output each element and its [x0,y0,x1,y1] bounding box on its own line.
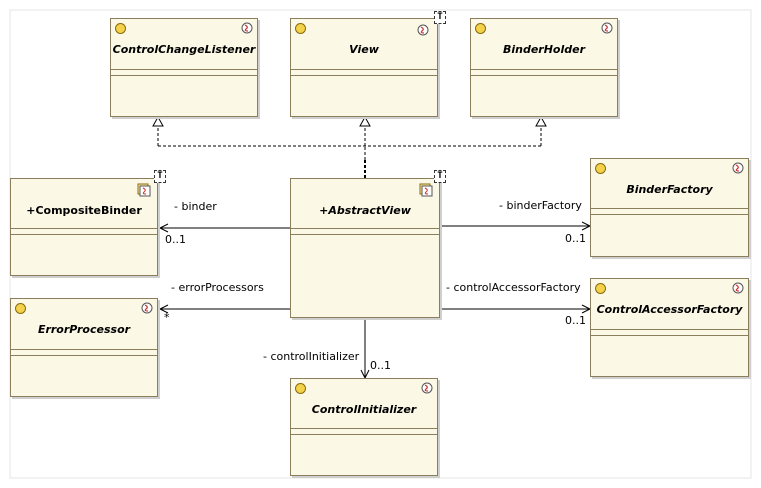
class-name: ErrorProcessor [37,323,131,336]
template-badge: T [434,11,446,24]
interface-icon [595,163,606,174]
interface-icon [475,23,486,34]
class-binder-holder[interactable]: BinderHolder [470,18,618,117]
separator [111,69,257,70]
separator [111,75,257,76]
interface-icon [115,23,126,34]
control-initializer-multiplicity-label: 0..1 [370,359,391,372]
separator [291,228,439,229]
class-name: ControlInitializer [311,403,417,416]
association-lines [158,221,592,380]
separator [471,69,617,70]
binder-factory-role-label: - binderFactory [499,199,582,212]
interface-icon [295,383,306,394]
binder-role-label: - binder [174,200,217,213]
java-icon [421,382,433,394]
error-processors-multiplicity-label: * [164,311,170,324]
assoc-error-processors-arrow [158,304,169,314]
control-initializer-role-label: - controlInitializer [263,350,360,363]
separator [11,228,157,229]
separator [11,234,157,235]
interface-icon [595,283,606,294]
binder-multiplicity-label: 0..1 [165,233,186,246]
separator [291,75,437,76]
class-abstract-view[interactable]: +AbstractView [290,178,440,318]
class-stack-icon [419,183,433,197]
binder-factory-multiplicity-label: 0..1 [565,232,586,245]
java-icon [141,302,153,314]
java-icon [732,282,744,294]
java-icon [241,22,253,34]
separator [291,434,437,435]
separator [591,329,748,330]
class-name: ControlChangeListener [112,43,256,56]
error-processors-role-label: - errorProcessors [171,281,264,294]
interface-icon [295,23,306,34]
class-view[interactable]: View [290,18,438,117]
separator [471,75,617,76]
control-accessor-factory-multiplicity-label: 0..1 [565,314,586,327]
class-control-initializer[interactable]: ControlInitializer [290,378,438,476]
separator [11,349,157,350]
class-binder-factory[interactable]: BinderFactory [590,158,749,257]
control-accessor-factory-role-label: - controlAccessorFactory [446,281,581,294]
class-control-accessor-factory[interactable]: ControlAccessorFactory [590,278,749,377]
separator [591,335,748,336]
separator [11,355,157,356]
separator [591,208,748,209]
separator [291,234,439,235]
separator [591,214,748,215]
separator [291,428,437,429]
java-icon [417,24,429,36]
realization-arrowheads [152,115,547,127]
class-composite-binder[interactable]: +CompositeBinder [10,178,158,276]
arrowhead-view [359,115,371,127]
class-name: ControlAccessorFactory [596,303,743,316]
assoc-binder-arrow [158,223,169,233]
class-name: BinderFactory [626,183,713,196]
class-name: +CompositeBinder [26,204,142,217]
arrowhead-binder-holder [535,115,547,127]
template-badge: T [434,170,446,183]
class-stack-icon [137,183,151,197]
class-name: +AbstractView [319,204,411,217]
interface-icon [15,303,26,314]
java-icon [601,22,613,34]
class-error-processor[interactable]: ErrorProcessor [10,298,158,397]
realization-lines [157,126,542,178]
template-badge: T [154,170,166,183]
java-icon [732,162,744,174]
class-control-change-listener[interactable]: ControlChangeListener [110,18,258,117]
class-name: View [349,43,379,56]
class-name: BinderHolder [502,43,586,56]
separator [291,69,437,70]
arrowhead-control-change-listener [152,115,164,127]
